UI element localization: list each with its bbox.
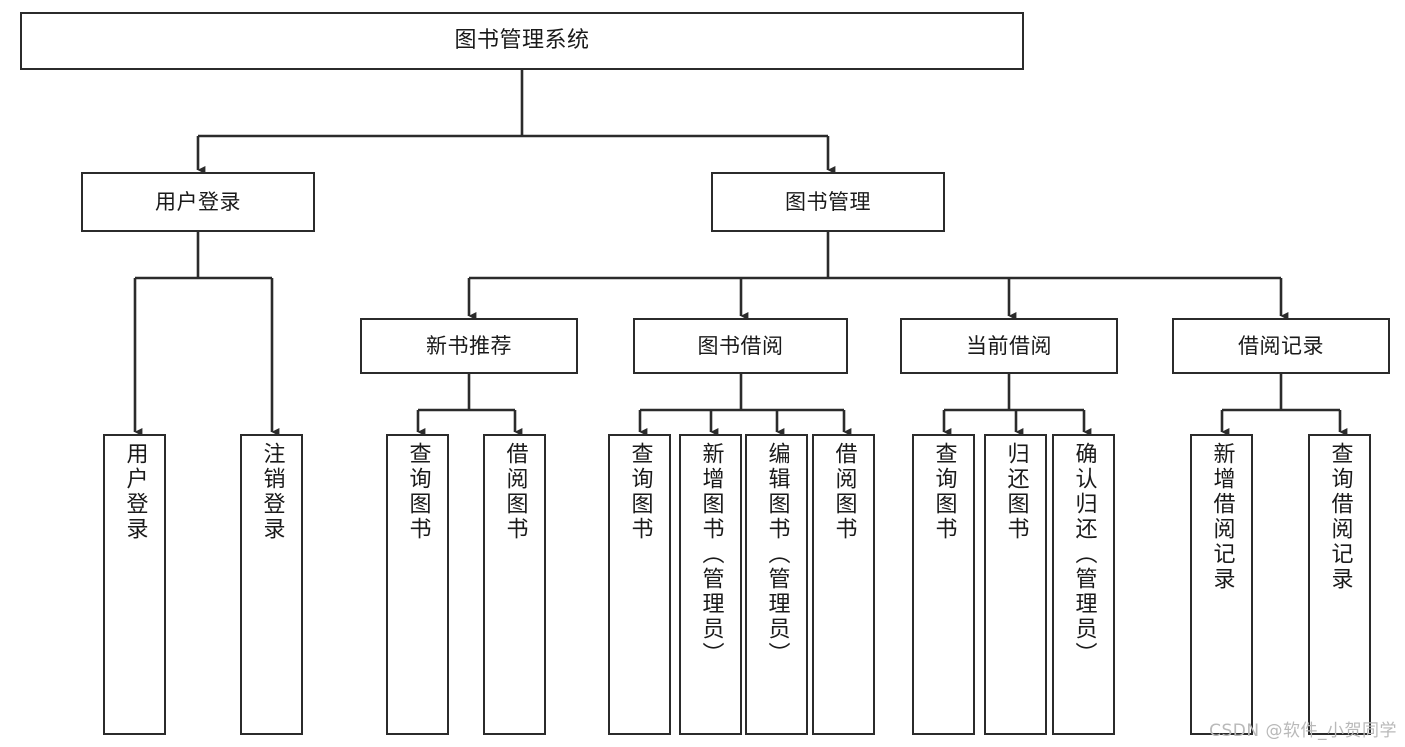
node-label: 图书管理 bbox=[785, 189, 871, 214]
node-label: 查询借阅记录 bbox=[1327, 442, 1353, 592]
node-label: 图书借阅 bbox=[697, 333, 784, 358]
node-label: 归还图书 bbox=[1003, 442, 1029, 542]
node-leaf-query-book-2[interactable]: 查询图书 bbox=[608, 434, 671, 735]
node-label: 查询图书 bbox=[931, 442, 957, 542]
node-leaf-query-book-3[interactable]: 查询图书 bbox=[912, 434, 975, 735]
node-label: 当前借阅 bbox=[966, 333, 1052, 358]
node-borrow-record[interactable]: 借阅记录 bbox=[1172, 318, 1390, 374]
node-book-manage[interactable]: 图书管理 bbox=[711, 172, 945, 232]
node-label: 确认归还（管理员） bbox=[1071, 442, 1097, 667]
node-leaf-user-login[interactable]: 用户登录 bbox=[103, 434, 166, 735]
node-label: 新书推荐 bbox=[426, 333, 512, 358]
node-user-login[interactable]: 用户登录 bbox=[81, 172, 315, 232]
node-root[interactable]: 图书管理系统 bbox=[20, 12, 1024, 70]
node-label: 新增借阅记录 bbox=[1209, 442, 1235, 592]
node-leaf-query-book-1[interactable]: 查询图书 bbox=[386, 434, 449, 735]
node-leaf-query-record[interactable]: 查询借阅记录 bbox=[1308, 434, 1371, 735]
node-label: 编辑图书（管理员） bbox=[764, 442, 790, 667]
node-leaf-confirm-return[interactable]: 确认归还（管理员） bbox=[1052, 434, 1115, 735]
node-label: 借阅记录 bbox=[1238, 333, 1324, 358]
node-label: 借阅图书 bbox=[831, 442, 857, 542]
node-label: 用户登录 bbox=[122, 442, 148, 542]
node-label: 查询图书 bbox=[627, 442, 653, 542]
node-leaf-edit-book[interactable]: 编辑图书（管理员） bbox=[745, 434, 808, 735]
node-label: 图书管理系统 bbox=[454, 28, 590, 54]
node-leaf-add-book[interactable]: 新增图书（管理员） bbox=[679, 434, 742, 735]
node-label: 新增图书（管理员） bbox=[698, 442, 724, 667]
node-book-borrow[interactable]: 图书借阅 bbox=[633, 318, 848, 374]
node-leaf-borrow-book-2[interactable]: 借阅图书 bbox=[812, 434, 875, 735]
node-label: 用户登录 bbox=[155, 189, 241, 214]
watermark-text: CSDN @软件_小贺同学 bbox=[1209, 721, 1397, 741]
node-leaf-return-book[interactable]: 归还图书 bbox=[984, 434, 1047, 735]
node-label: 查询图书 bbox=[405, 442, 431, 542]
node-new-book-rec[interactable]: 新书推荐 bbox=[360, 318, 578, 374]
node-current-borrow[interactable]: 当前借阅 bbox=[900, 318, 1118, 374]
node-label: 借阅图书 bbox=[502, 442, 528, 542]
node-leaf-add-record[interactable]: 新增借阅记录 bbox=[1190, 434, 1253, 735]
node-leaf-borrow-book-1[interactable]: 借阅图书 bbox=[483, 434, 546, 735]
node-leaf-logout[interactable]: 注销登录 bbox=[240, 434, 303, 735]
node-label: 注销登录 bbox=[259, 442, 285, 542]
